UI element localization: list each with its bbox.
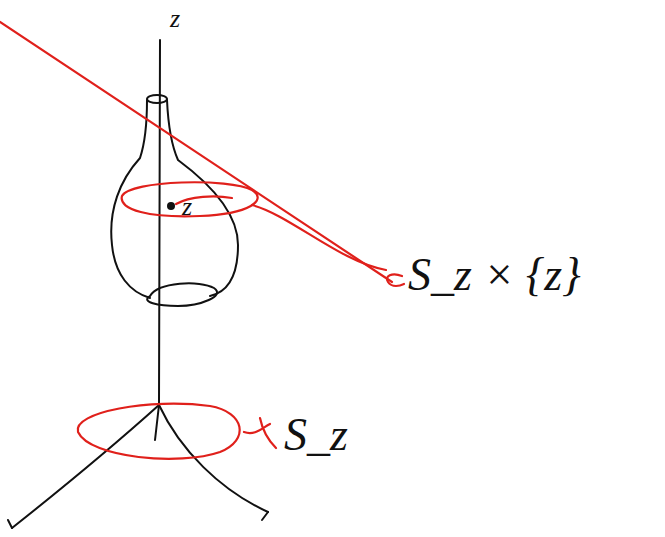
- bottle-mouth: [147, 95, 167, 103]
- subset-mark: [244, 418, 276, 448]
- subset-mark: [387, 274, 404, 286]
- point: [167, 202, 175, 210]
- leader-line: [252, 205, 386, 270]
- math-label: z: [182, 194, 192, 220]
- red-line: [0, 22, 392, 282]
- bottle-right-side: [167, 100, 238, 296]
- bottle-left-side: [111, 100, 150, 298]
- bottle-bottom: [147, 283, 217, 306]
- base-circle: [78, 404, 240, 459]
- math-label: z: [170, 6, 180, 32]
- base-leg: [155, 405, 159, 440]
- math-label: S_z: [284, 412, 348, 458]
- base-leg-tip: [262, 512, 268, 520]
- base-leg-tip: [8, 520, 12, 528]
- math-label: S_z × {z}: [408, 252, 581, 298]
- base-leg: [12, 405, 159, 528]
